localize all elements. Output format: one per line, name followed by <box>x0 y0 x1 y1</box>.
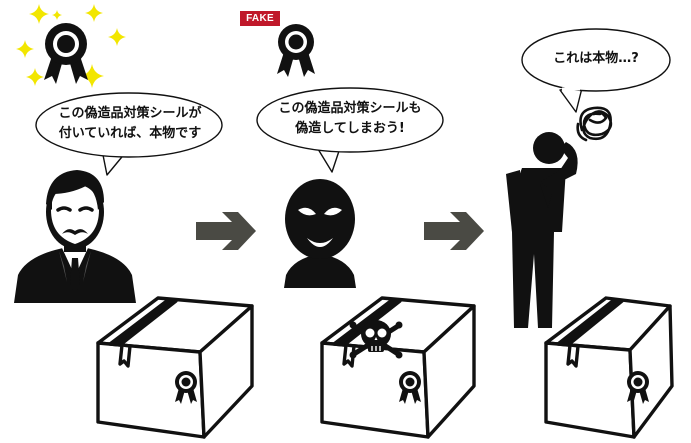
counterfeiter-bubble-line2: 偽造してしまおう! <box>295 121 405 136</box>
genuine-bubble-text: この偽造品対策シールが 付いていれば、本物です <box>52 104 208 144</box>
skull-crossbones-icon <box>349 320 403 359</box>
seal-icon <box>175 371 197 404</box>
scribble-confusion-icon <box>576 106 613 142</box>
genuine-bubble-line2: 付いていれば、本物です <box>58 126 202 141</box>
speech-bubble-genuine <box>35 92 223 176</box>
seal-icon <box>627 371 649 404</box>
arrow-right-icon <box>196 212 256 250</box>
counterfeiter-bubble-line1: この偽造品対策シールも <box>278 101 422 116</box>
speech-bubble-consumer <box>521 28 671 113</box>
counterfeiter-mask-icon <box>284 179 356 288</box>
genuine-seal-icon <box>44 23 88 84</box>
consumer-bubble-text: これは本物…? <box>553 51 639 66</box>
cardboard-box-genuine <box>96 296 254 439</box>
confused-consumer-icon <box>506 132 578 328</box>
cardboard-box-counterfeit <box>320 296 476 439</box>
businessman-icon <box>14 170 136 303</box>
counterfeiter-bubble-text: この偽造品対策シールも 偽造してしまおう! <box>272 99 428 139</box>
cardboard-box-consumer <box>544 296 674 439</box>
fake-seal-icon <box>277 24 315 77</box>
seal-icon <box>399 371 421 404</box>
speech-bubble-counterfeiter <box>256 87 444 173</box>
arrow-right-icon <box>424 212 484 250</box>
genuine-bubble-line1: この偽造品対策シールが <box>58 106 202 121</box>
fake-badge: FAKE <box>240 11 280 26</box>
